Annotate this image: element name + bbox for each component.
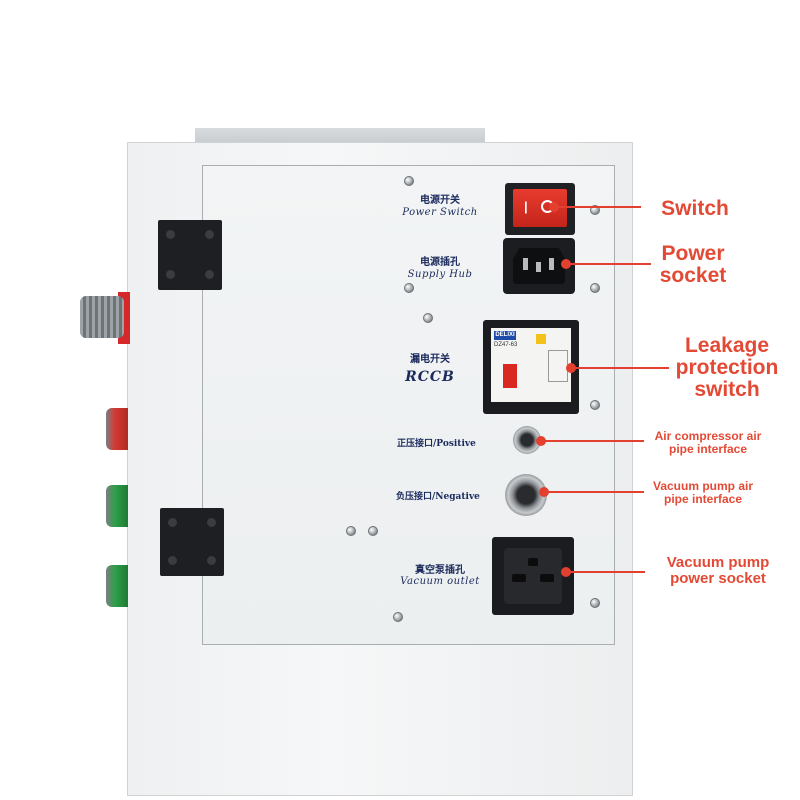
red-push-button[interactable] [106,408,128,450]
outlet-hole [540,574,554,582]
socket-pin [549,258,554,270]
callout-dot [566,363,576,373]
callout-dot [536,436,546,446]
panel-screw [423,313,433,323]
vacuum-outlet-cn-label: 真空泵插孔 [415,565,465,576]
callout-dot [539,487,549,497]
panel-screw [590,598,600,608]
hinge-bolt [168,556,177,565]
supply-hub-en-label: Supply Hub [407,269,473,280]
outlet-hole [528,558,538,566]
panel-screw [590,205,600,215]
rccb-model-text: DZ47-63 [494,342,518,348]
vacuum-outlet-en-label: Vacuum outlet [400,576,480,587]
callout-dot [561,567,571,577]
pressure-regulator-knob[interactable] [80,296,124,338]
hinge-bolt [166,270,175,279]
callout-leakage-switch: Leakage protection switch [675,334,779,402]
hinge-bolt [207,556,216,565]
hinge-bolt [207,518,216,527]
negative-port-label: 负压接口/Negative [396,492,480,502]
panel-screw [404,283,414,293]
socket-pin [523,258,528,270]
hinge-bolt [168,518,177,527]
power-switch-en-label: Power Switch [402,207,478,218]
panel-screw [368,526,378,536]
callout-line [569,263,651,265]
callout-line [569,571,645,573]
rccb-module [548,350,568,382]
panel-screw [404,176,414,186]
positive-port-label: 正压接口/Positive [397,439,476,449]
rccb-toggle-lever[interactable] [503,364,517,388]
rccb-en-label: RCCB [405,369,455,385]
callout-power-socket: Power socket [659,242,727,288]
rccb-cn-label: 漏电开关 [410,354,450,365]
panel-screw [590,400,600,410]
callout-vacuum-power-socket: Vacuum pump power socket [666,554,770,587]
callout-vacuum-pipe: Vacuum pump air pipe interface [652,479,754,507]
callout-air-compressor: Air compressor air pipe interface [654,429,762,457]
supply-hub-cn-label: 电源插孔 [420,257,460,268]
green-push-button[interactable] [106,565,128,607]
top-edge [195,128,485,144]
outlet-hole [512,574,526,582]
callout-line [547,491,644,493]
callout-switch: Switch [661,197,729,220]
callout-dot [561,259,571,269]
rccb-brand-text: DELIXI [495,332,515,338]
rocker-on-mark: | [524,199,528,214]
rccb-test-button[interactable] [536,334,546,344]
callout-line [544,440,644,442]
callout-line [557,206,641,208]
power-switch-cn-label: 电源开关 [420,195,460,206]
hinge-bolt [205,230,214,239]
panel-screw [346,526,356,536]
hinge-bolt [205,270,214,279]
green-push-button[interactable] [106,485,128,527]
panel-screw [393,612,403,622]
callout-dot [549,202,559,212]
rccb-brand-logo [494,331,516,340]
hinge-bolt [166,230,175,239]
callout-line [574,367,669,369]
socket-pin [536,262,541,272]
panel-screw [590,283,600,293]
